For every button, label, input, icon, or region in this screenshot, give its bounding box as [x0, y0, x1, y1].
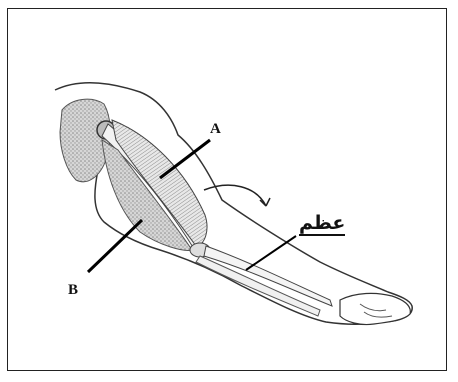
leader-line-b	[88, 220, 142, 272]
leader-line-bone	[246, 236, 296, 270]
rotation-arrow	[204, 185, 266, 206]
label-b: B	[68, 283, 78, 298]
label-bone: عظم	[299, 214, 345, 236]
hand-shape	[340, 293, 410, 324]
label-a: A	[210, 122, 221, 137]
ulna-bone	[196, 256, 320, 316]
